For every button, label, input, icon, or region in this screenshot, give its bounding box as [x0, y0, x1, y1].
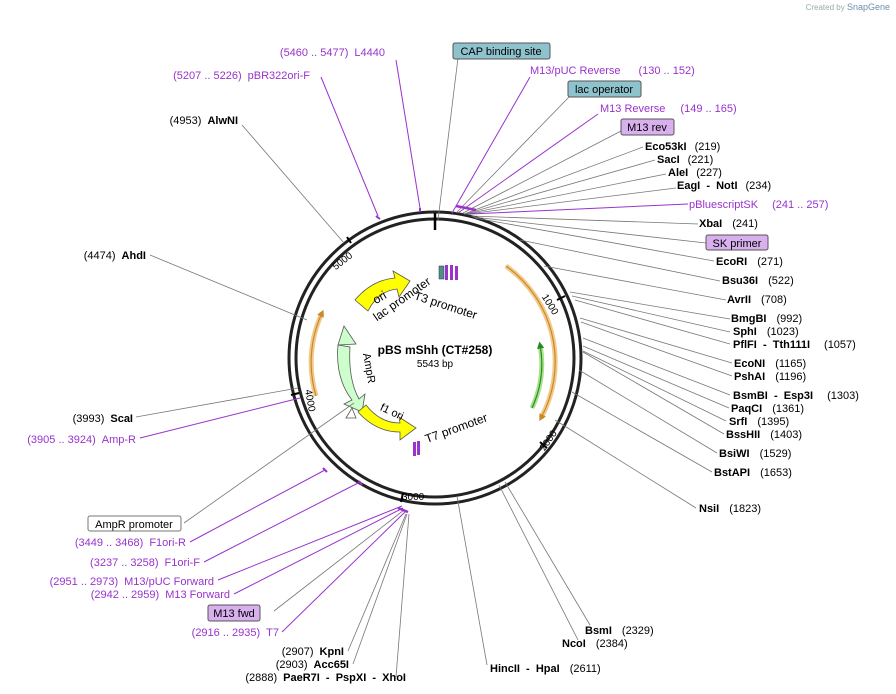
label-bsshii[interactable]: BssHII(1403) — [726, 429, 802, 441]
label-bsiwi[interactable]: BsiWI(1529) — [719, 448, 791, 460]
label-t7[interactable]: (2916 .. 2935)T7 — [192, 627, 279, 639]
sk-primer-box[interactable] — [705, 234, 769, 251]
label-econi[interactable]: EcoNI(1165) — [734, 358, 806, 370]
label-m13-reverse[interactable]: M13 Reverse(149 .. 165) — [600, 103, 737, 115]
plasmid-size: 5543 bp — [417, 359, 454, 370]
lac-operator-box[interactable] — [567, 80, 642, 98]
label-m13-puc-forward[interactable]: (2951 .. 2973)M13/pUC Forward — [50, 576, 214, 588]
brand-prefix: Created by — [805, 3, 845, 12]
plasmid-backbone-outer — [287, 210, 583, 506]
label-pflfi-tth111i[interactable]: PflFI - Tth111I(1057) — [733, 339, 856, 351]
label-ncoi[interactable]: NcoI(2384) — [562, 638, 628, 650]
label-bsu36i[interactable]: Bsu36I(522) — [722, 275, 794, 287]
label-eagi-noti[interactable]: EagI - NotI(234) — [677, 180, 771, 192]
label-bstapi[interactable]: BstAPI(1653) — [714, 467, 792, 479]
brand-name: SnapGene — [846, 2, 890, 12]
label-m13-forward[interactable]: (2942 .. 2959)M13 Forward — [91, 589, 230, 601]
label-ampr-promoter: AmpR promoter — [95, 519, 173, 531]
label-alwni[interactable]: (4953)AlwNI — [170, 115, 238, 127]
green-arc-right — [529, 344, 545, 410]
tick-mark-3000 — [400, 492, 404, 503]
plasmid-name: pBS mShh (CT#258) — [378, 343, 493, 357]
ampr-promoter-box[interactable] — [87, 515, 182, 532]
label-l4440[interactable]: (5460 .. 5477)L4440 — [280, 47, 385, 59]
tick-mark-4000 — [290, 392, 300, 396]
label-hincii-hpai[interactable]: HincII - HpaI(2611) — [490, 663, 601, 675]
ampr-feature — [337, 344, 366, 413]
label-pshai[interactable]: PshAI(1196) — [734, 371, 806, 383]
label-avrii[interactable]: AvrII(708) — [727, 294, 787, 306]
label-bsmbi-esp3i[interactable]: BsmBI - Esp3I(1303) — [733, 390, 859, 402]
label-scai[interactable]: (3993)ScaI — [73, 413, 133, 425]
label-saci[interactable]: SacI(221) — [657, 154, 713, 166]
tick-mark-5000 — [346, 236, 352, 244]
snapgene-watermark: Created by SnapGene — [806, 2, 890, 12]
label-alei[interactable]: AleI(227) — [668, 167, 722, 179]
label-pbr322ori-f[interactable]: (5207 .. 5226)pBR322ori-F — [173, 70, 310, 82]
label-amp-r[interactable]: (3905 .. 3924)Amp-R — [27, 434, 136, 446]
label-paer7i-pspxi-xhoi[interactable]: (2888)PaeR7I - PspXI - XhoI — [245, 672, 406, 684]
label-f1ori-f[interactable]: (3237 .. 3258)F1ori-F — [90, 557, 200, 569]
label-pbluescriptsk[interactable]: pBluescriptSK(241 .. 257) — [689, 199, 828, 211]
label-m13-puc-reverse[interactable]: M13/pUC Reverse(130 .. 152) — [530, 65, 695, 77]
tick-mark-1000 — [556, 295, 566, 301]
label-m13-fwd: M13 fwd — [213, 608, 255, 620]
tick-3000: 3000 — [402, 492, 425, 503]
label-kpni[interactable]: (2907)KpnI — [282, 646, 344, 658]
label-sphi[interactable]: SphI(1023) — [733, 326, 799, 338]
ori-label: ori — [370, 288, 389, 307]
m13-rev-box[interactable] — [620, 118, 675, 136]
f1-ori-feature — [357, 404, 417, 441]
label-eco53ki[interactable]: Eco53kI(219) — [645, 141, 720, 153]
label-bmgbi[interactable]: BmgBI(992) — [731, 313, 802, 325]
ampr-promoter-shape — [345, 407, 357, 419]
label-paqci[interactable]: PaqCI(1361) — [731, 403, 804, 415]
ampr-label: AmpR — [360, 352, 377, 384]
ori-feature — [354, 270, 411, 312]
label-sk-primer: SK primer — [713, 238, 762, 250]
tick-mark-2000 — [539, 441, 548, 449]
label-ecori[interactable]: EcoRI(271) — [716, 256, 783, 268]
label-ahdi[interactable]: (4474)AhdI — [84, 250, 146, 262]
mcs-features — [438, 265, 458, 280]
label-srfi[interactable]: SrfI(1395) — [729, 416, 789, 428]
label-f1ori-r[interactable]: (3449 .. 3468)F1ori-R — [75, 537, 186, 549]
label-lac-operator: lac operator — [575, 84, 633, 96]
label-m13-rev: M13 rev — [627, 122, 667, 134]
cap-binding-site-box[interactable] — [452, 42, 551, 60]
t7-features — [413, 441, 420, 456]
label-cap-binding-site: CAP binding site — [460, 46, 541, 58]
t7-promoter-label: T7 promoter — [423, 410, 489, 446]
t3-promoter-label: T3 promoter — [412, 289, 478, 323]
label-bsmi[interactable]: BsmI(2329) — [585, 625, 654, 637]
label-nsii[interactable]: NsiI(1823) — [699, 503, 761, 515]
m13-fwd-box[interactable] — [207, 604, 261, 622]
label-xbai[interactable]: XbaI(241) — [699, 218, 758, 230]
label-acc65i[interactable]: (2903)Acc65I — [276, 659, 349, 671]
